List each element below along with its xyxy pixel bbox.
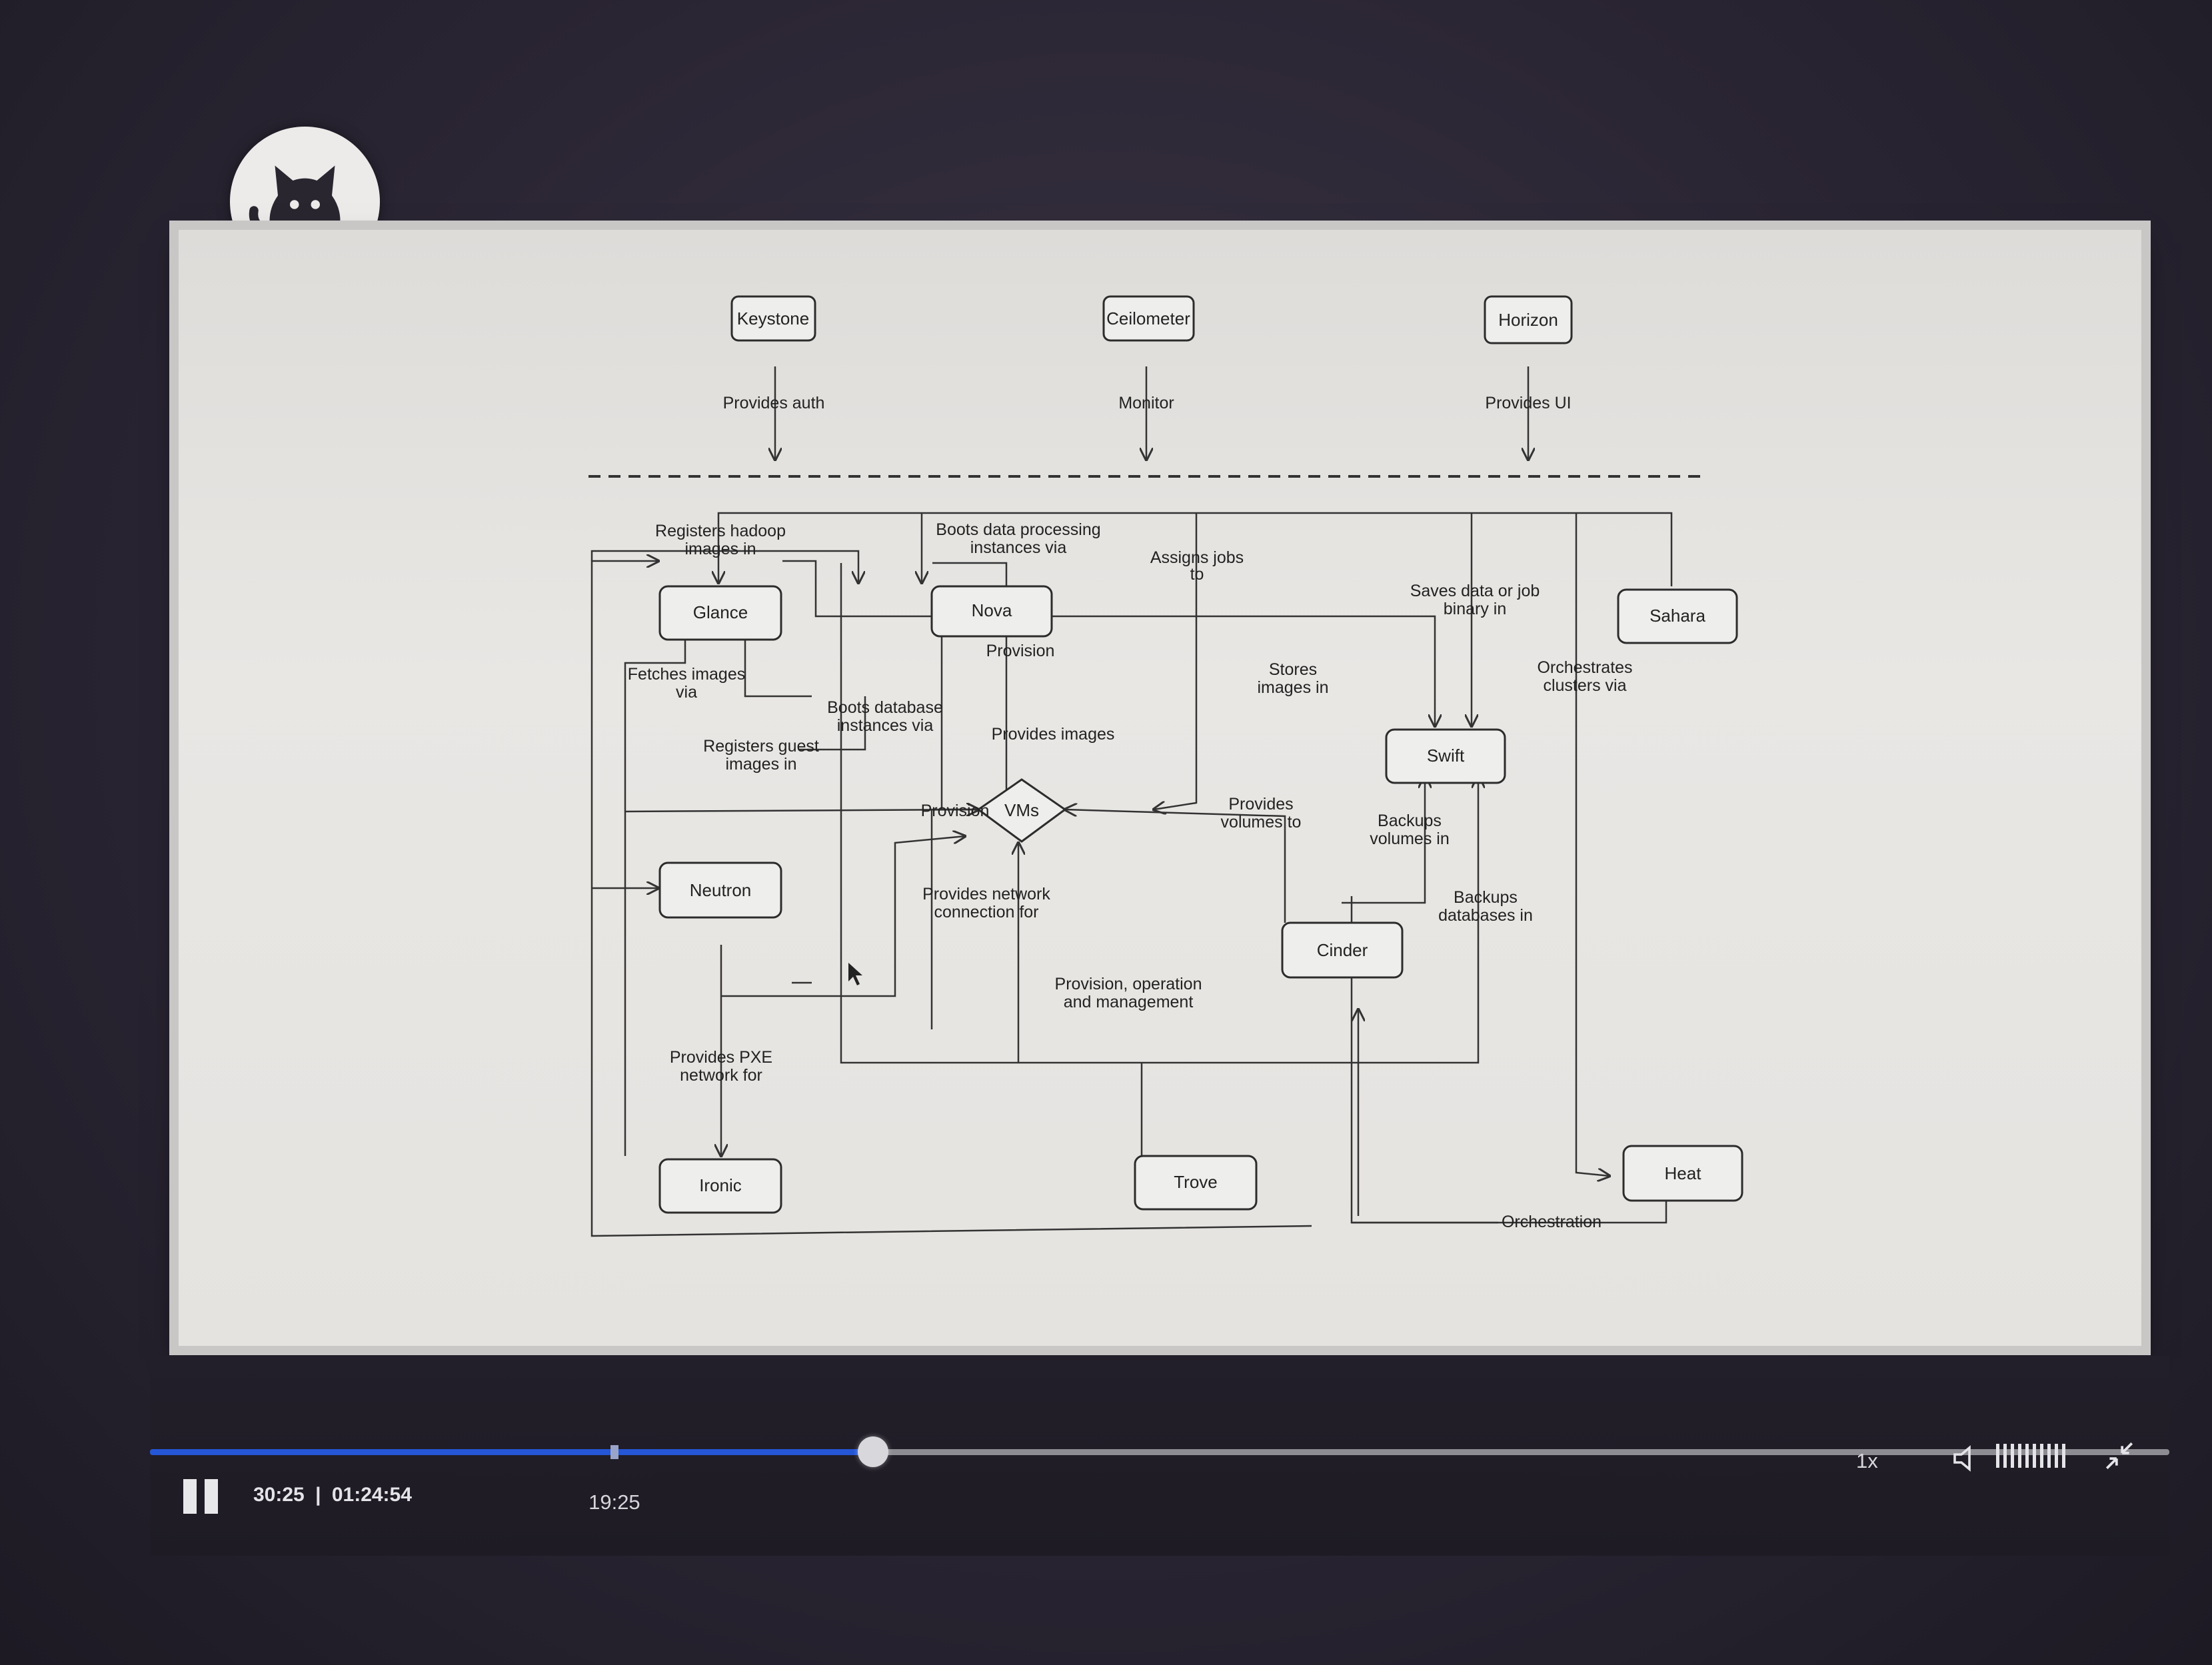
svg-text:Orchestrates: Orchestrates <box>1537 658 1632 677</box>
svg-text:binary in: binary in <box>1444 600 1507 618</box>
cinder-node[interactable]: Cinder <box>1281 921 1404 979</box>
svg-text:Provides UI: Provides UI <box>1485 394 1571 412</box>
svg-text:Keystone: Keystone <box>737 308 809 328</box>
svg-text:Boots database: Boots database <box>827 698 943 717</box>
video-slide: Keystone Ceilometer Horizon Glance Nova … <box>179 230 2141 1346</box>
ceilometer-node[interactable]: Ceilometer <box>1102 295 1195 342</box>
svg-text:Heat: Heat <box>1665 1163 1702 1183</box>
neutron-node[interactable]: Neutron <box>658 861 782 919</box>
exit-fullscreen-icon[interactable] <box>2103 1439 2136 1472</box>
svg-text:connection for: connection for <box>934 903 1038 921</box>
svg-text:databases in: databases in <box>1438 906 1533 925</box>
svg-text:Provision: Provision <box>921 802 990 820</box>
svg-text:Neutron: Neutron <box>690 880 752 900</box>
svg-text:Backups: Backups <box>1454 888 1518 907</box>
svg-text:Provision: Provision <box>986 642 1055 660</box>
hover-marker <box>610 1445 618 1459</box>
svg-text:Assigns jobs: Assigns jobs <box>1150 548 1244 567</box>
svg-text:via: via <box>676 683 697 702</box>
svg-text:Provides PXE: Provides PXE <box>670 1048 772 1067</box>
svg-text:volumes in: volumes in <box>1370 830 1450 848</box>
progress-thumb[interactable] <box>857 1436 888 1467</box>
current-time: 30:25 <box>253 1484 305 1506</box>
svg-text:Provides network: Provides network <box>922 885 1050 903</box>
svg-text:Ceilometer: Ceilometer <box>1106 308 1190 328</box>
svg-text:Glance: Glance <box>693 602 748 622</box>
trove-node[interactable]: Trove <box>1134 1155 1258 1211</box>
nova-node[interactable]: Nova <box>930 585 1053 638</box>
svg-text:and management: and management <box>1064 993 1194 1011</box>
svg-text:Provides images: Provides images <box>992 725 1115 744</box>
sahara-node[interactable]: Sahara <box>1617 588 1738 644</box>
svg-text:Trove: Trove <box>1174 1172 1218 1192</box>
time-readout: 30:25 | 01:24:54 <box>253 1484 412 1506</box>
swift-node[interactable]: Swift <box>1385 728 1506 784</box>
svg-text:Ironic: Ironic <box>699 1175 742 1195</box>
volume-icon[interactable] <box>1949 1442 1981 1474</box>
svg-text:Saves data or job: Saves data or job <box>1410 582 1540 600</box>
horizon-node[interactable]: Horizon <box>1484 295 1573 344</box>
svg-text:instances via: instances via <box>837 716 934 735</box>
svg-text:Provides: Provides <box>1228 795 1293 814</box>
svg-text:volumes to: volumes to <box>1221 813 1302 832</box>
svg-text:images in: images in <box>726 755 797 774</box>
playback-speed-button[interactable]: 1x <box>1856 1449 1878 1472</box>
svg-text:VMs: VMs <box>1004 800 1039 820</box>
edge-labels: Provides auth Monitor Provides UI Regist… <box>628 394 1633 1231</box>
svg-text:clusters via: clusters via <box>1543 676 1626 695</box>
svg-text:network for: network for <box>680 1066 762 1085</box>
video-controls: 19:25 30:25 | 01:24:54 1x <box>150 1356 2169 1556</box>
heat-node[interactable]: Heat <box>1622 1145 1743 1202</box>
svg-text:Registers guest: Registers guest <box>703 737 819 756</box>
volume-slider[interactable] <box>1996 1444 2065 1468</box>
svg-text:Orchestration: Orchestration <box>1502 1213 1602 1231</box>
pause-button[interactable] <box>183 1479 220 1516</box>
progress-fill <box>150 1449 873 1455</box>
svg-text:images in: images in <box>1258 678 1329 697</box>
keystone-node[interactable]: Keystone <box>730 295 816 342</box>
mouse-cursor-icon <box>848 963 862 985</box>
svg-text:Boots data processing: Boots data processing <box>936 520 1100 539</box>
svg-text:Provides auth: Provides auth <box>723 394 825 412</box>
ironic-node[interactable]: Ironic <box>658 1158 782 1214</box>
svg-text:Sahara: Sahara <box>1650 606 1705 626</box>
time-separator: | <box>315 1484 321 1506</box>
svg-text:Backups: Backups <box>1378 812 1442 830</box>
svg-text:to: to <box>1190 565 1204 584</box>
pause-icon-bar-right <box>205 1479 218 1514</box>
svg-text:Fetches images: Fetches images <box>628 665 745 684</box>
glance-node[interactable]: Glance <box>658 585 782 641</box>
svg-text:Cinder: Cinder <box>1317 940 1368 960</box>
duration: 01:24:54 <box>331 1484 412 1506</box>
vms-node[interactable]: VMs <box>976 778 1067 843</box>
progress-bar[interactable]: 19:25 <box>150 1436 2169 1514</box>
openstack-diagram: Keystone Ceilometer Horizon Glance Nova … <box>588 295 1743 1237</box>
hover-time-tooltip: 19:25 <box>588 1490 640 1514</box>
svg-text:Stores: Stores <box>1269 660 1317 679</box>
svg-text:Registers hadoop: Registers hadoop <box>655 522 786 540</box>
svg-text:Monitor: Monitor <box>1118 394 1174 412</box>
svg-text:images in: images in <box>685 540 756 558</box>
svg-text:Horizon: Horizon <box>1498 310 1558 330</box>
svg-text:Swift: Swift <box>1427 746 1465 766</box>
svg-text:Nova: Nova <box>972 600 1012 620</box>
svg-text:Provision, operation: Provision, operation <box>1055 975 1202 993</box>
svg-text:instances via: instances via <box>970 538 1067 557</box>
pause-icon-bar-left <box>183 1479 197 1514</box>
